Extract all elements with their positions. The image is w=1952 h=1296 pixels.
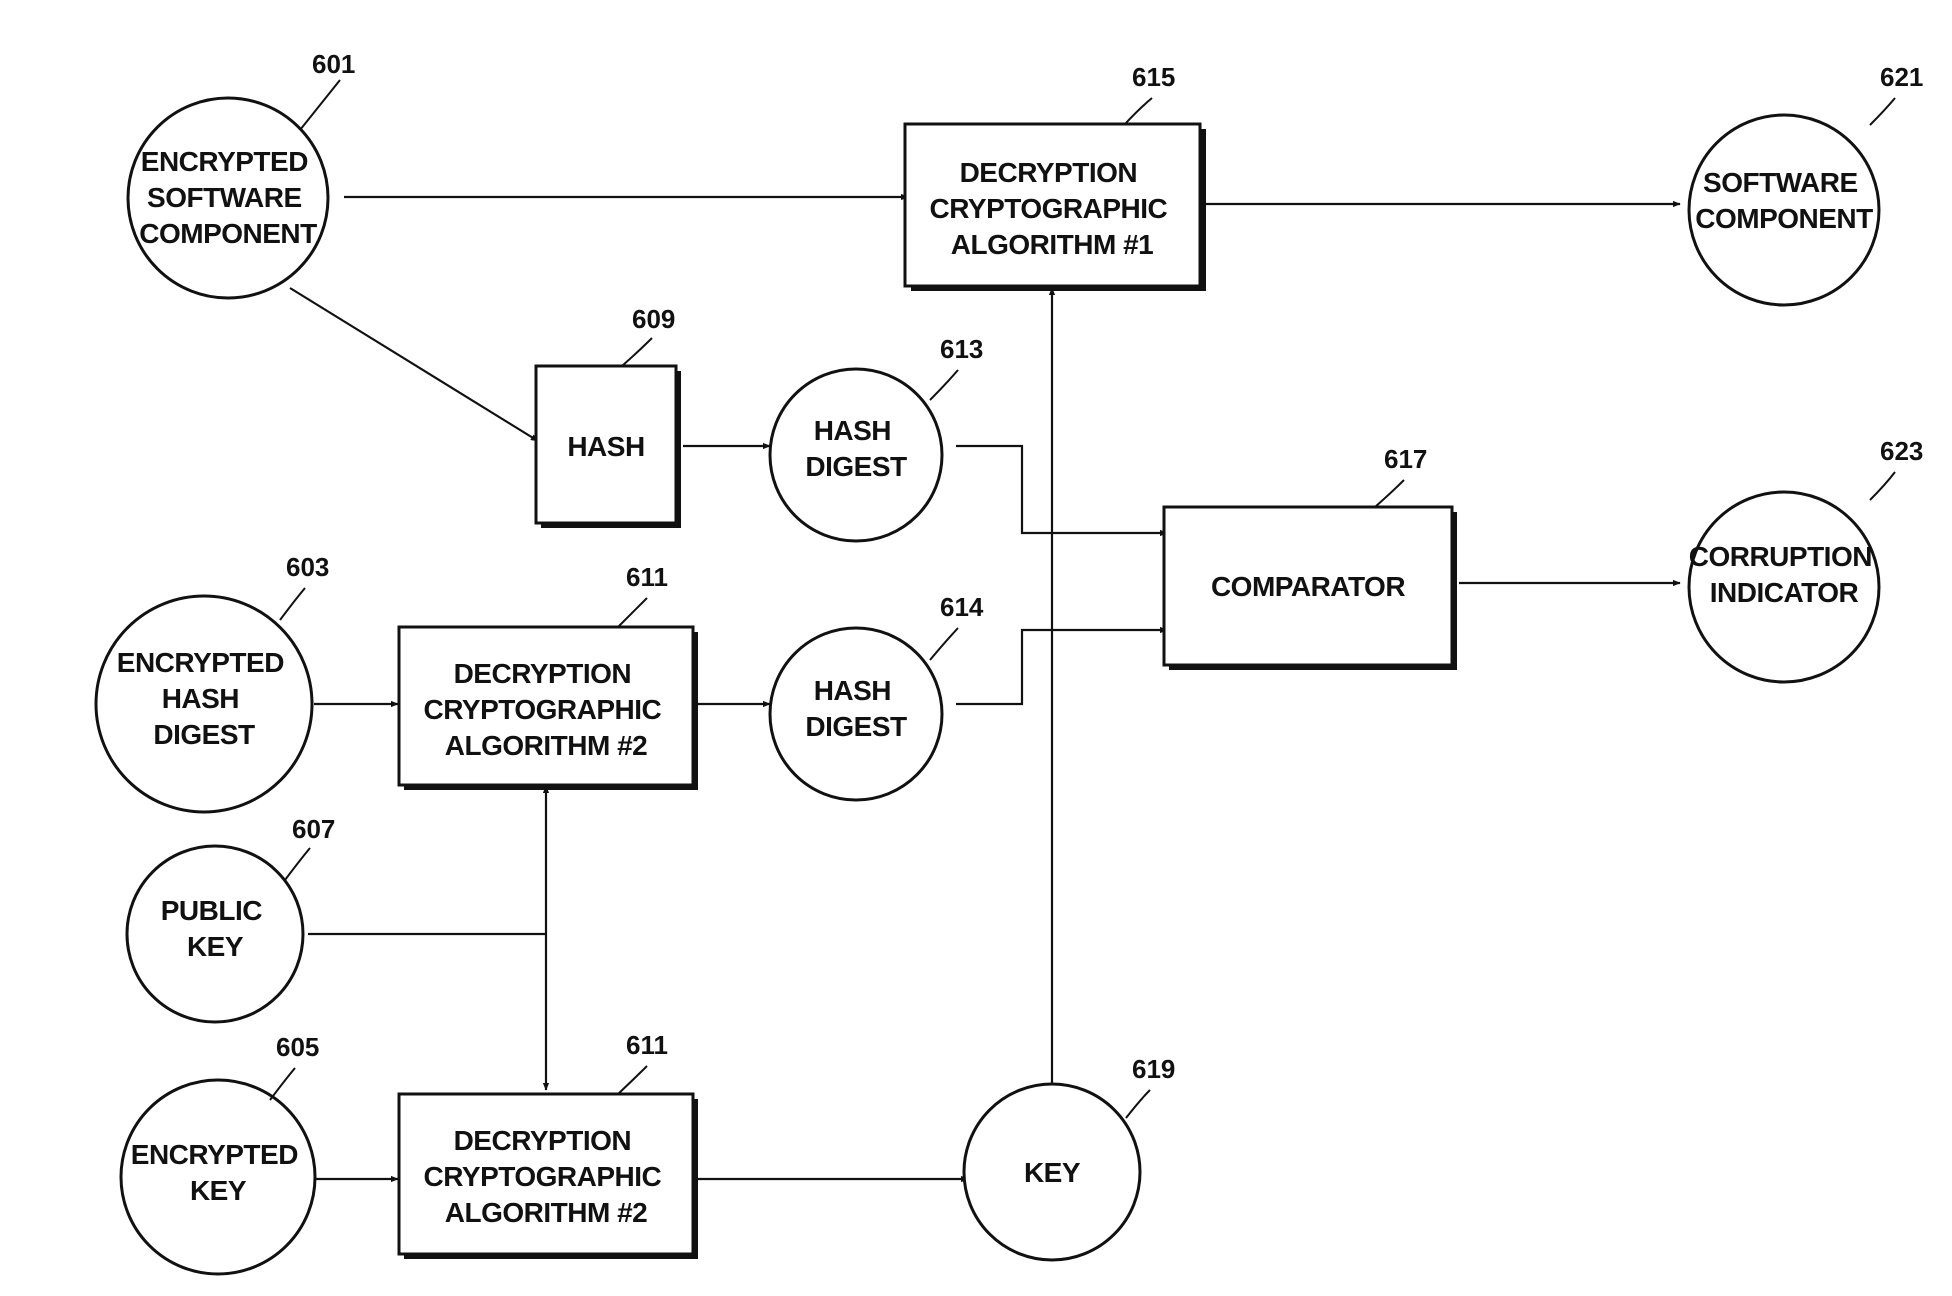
ref-615: 615	[1132, 62, 1175, 92]
svg-text:ENCRYPTED SOFTWARE: ENCRYPTED SOFTWARE COMPONENT	[139, 146, 317, 249]
ref-609: 609	[632, 304, 675, 334]
node-609-hash: HASH 609	[536, 304, 681, 528]
svg-text:COMPARATOR: COMPARATOR	[1211, 571, 1405, 602]
svg-text:HASH: HASH	[567, 431, 644, 462]
edge-614-to-617	[956, 630, 1167, 704]
edge-601-to-609	[290, 288, 538, 441]
svg-text:KEY: KEY	[1024, 1157, 1081, 1188]
node-617-comparator: COMPARATOR 617	[1164, 444, 1457, 670]
node-613-hash-digest: HASH DIGEST 613	[770, 334, 983, 541]
svg-text:DECRYPTION CRYPTOGRAPHIC: DECRYPTION CRYPTOGRAPHIC ALGORITHM #2	[423, 658, 668, 761]
node-614-hash-digest: HASH DIGEST 614	[770, 592, 984, 800]
ref-621: 621	[1880, 62, 1923, 92]
node-603-encrypted-hash-digest: ENCRYPTED HASH DIGEST 603	[96, 552, 329, 812]
ref-614: 614	[940, 592, 984, 622]
ref-611a: 611	[626, 562, 668, 592]
ref-601: 601	[312, 49, 355, 79]
node-605-encrypted-key: ENCRYPTED KEY 605	[121, 1032, 319, 1274]
node-619-key: KEY 619	[964, 1054, 1175, 1260]
ref-603: 603	[286, 552, 329, 582]
node-607-public-key: PUBLIC KEY 607	[127, 814, 335, 1022]
ref-619: 619	[1132, 1054, 1175, 1084]
ref-605: 605	[276, 1032, 319, 1062]
ref-613: 613	[940, 334, 983, 364]
node-615-decryption-algorithm-1: DECRYPTION CRYPTOGRAPHIC ALGORITHM #1 61…	[905, 62, 1206, 291]
node-601-encrypted-software-component: ENCRYPTED SOFTWARE COMPONENT 601	[128, 49, 355, 298]
ref-623: 623	[1880, 436, 1923, 466]
svg-text:DECRYPTION CRYPTOGRAPHIC: DECRYPTION CRYPTOGRAPHIC ALGORITHM #2	[423, 1125, 668, 1228]
node-621-software-component: SOFTWARE COMPONENT 621	[1689, 62, 1923, 305]
ref-617: 617	[1384, 444, 1427, 474]
ref-611b: 611	[626, 1030, 668, 1060]
node-611a-decryption-algorithm-2: DECRYPTION CRYPTOGRAPHIC ALGORITHM #2 61…	[399, 562, 698, 790]
svg-text:DECRYPTION CRYPTOGRAPHIC: DECRYPTION CRYPTOGRAPHIC ALGORITHM #1	[929, 157, 1174, 260]
edge-613-to-617	[956, 446, 1167, 533]
ref-607: 607	[292, 814, 335, 844]
node-611b-decryption-algorithm-2: DECRYPTION CRYPTOGRAPHIC ALGORITHM #2 61…	[399, 1030, 698, 1259]
node-623-corruption-indicator: CORRUPTION INDICATOR 623	[1689, 436, 1924, 682]
